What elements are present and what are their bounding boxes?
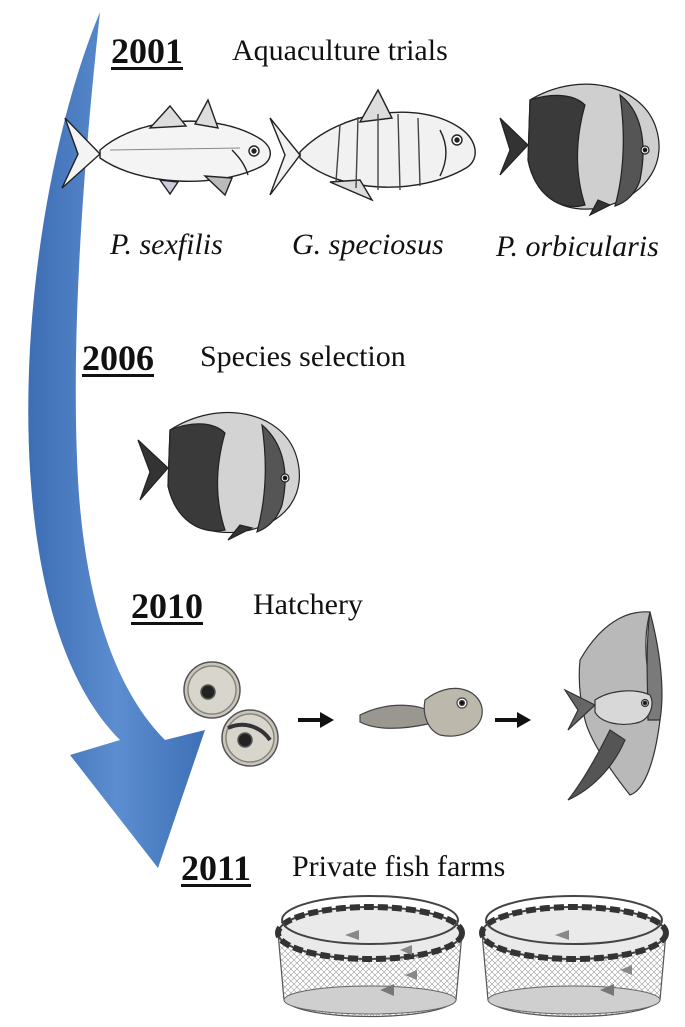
sexfilis-illustration: [62, 100, 270, 195]
sea-cage-2: [482, 896, 666, 1017]
species-label-orbicularis: P. orbicularis: [496, 230, 659, 264]
orbicularis-illustration-2001: [500, 84, 659, 215]
speciosus-illustration: [270, 90, 475, 200]
year-2011: 2011: [181, 847, 251, 889]
fish-eggs-photo: [184, 662, 278, 766]
year-2010: 2010: [131, 585, 203, 627]
stage-title-private-fish-farms: Private fish farms: [292, 850, 505, 884]
hatchery-arrow-1: [298, 712, 334, 728]
stage-title-species-selection: Species selection: [200, 340, 406, 374]
orbicularis-illustration-2006: [138, 413, 299, 540]
stage-title-hatchery: Hatchery: [253, 588, 363, 622]
species-label-speciosus: G. speciosus: [292, 228, 444, 262]
juvenile-batfish-photo: [565, 612, 662, 800]
year-2001: 2001: [111, 30, 183, 72]
hatchery-arrow-2: [495, 712, 531, 728]
sea-cage-1: [278, 896, 462, 1017]
year-2006: 2006: [82, 337, 154, 379]
species-label-sexfilis: P. sexfilis: [110, 228, 223, 262]
stage-title-aquaculture-trials: Aquaculture trials: [232, 34, 448, 68]
larva-photo: [360, 688, 482, 736]
